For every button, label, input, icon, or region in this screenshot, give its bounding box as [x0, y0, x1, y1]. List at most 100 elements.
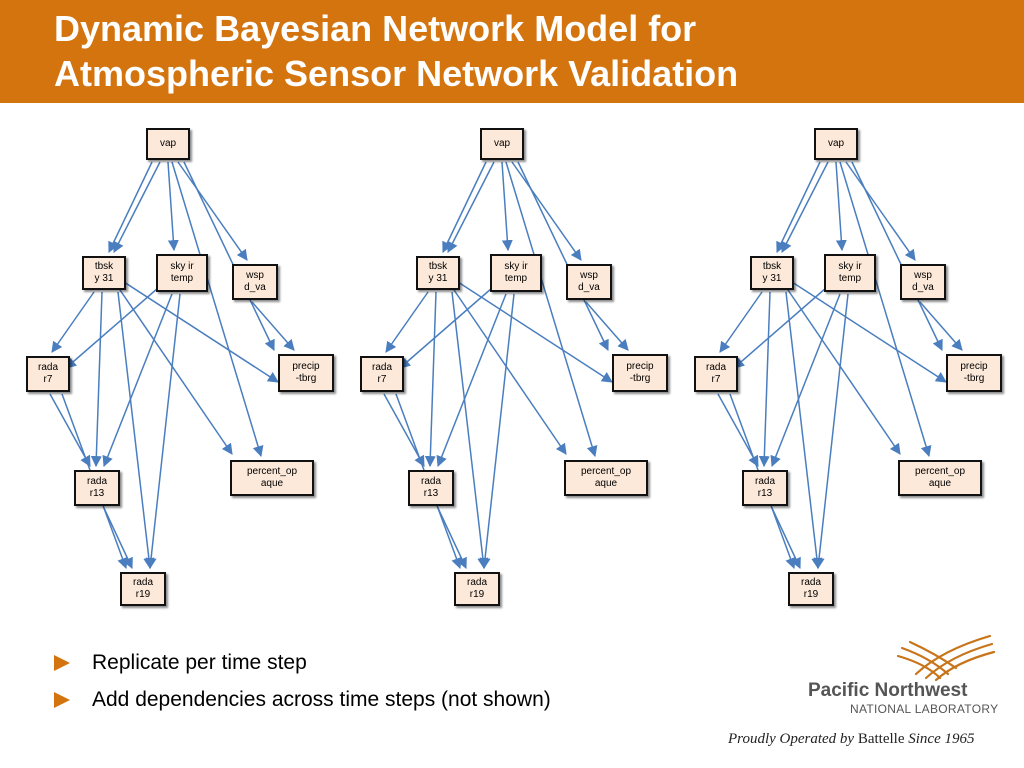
bullet-text: Replicate per time step — [92, 651, 307, 674]
edge-wspdva-to-preciptbrg — [919, 301, 963, 351]
edge-tbsky31-to-radar19 — [451, 291, 489, 570]
edge-vap-to-tbsky31 — [776, 161, 821, 253]
edge-vap-to-preciptbrg — [851, 161, 943, 351]
edge-vap-to-skyirtemp — [835, 161, 847, 252]
pnnl-mark-icon — [896, 634, 996, 682]
tagline-since: Since 1965 — [908, 731, 975, 747]
node-percentopaque: percent_op aque — [230, 460, 314, 496]
bullet-item: Add dependencies across time steps (not … — [54, 685, 551, 722]
node-wspdva: wsp d_va — [232, 264, 278, 300]
node-percentopaque: percent_op aque — [564, 460, 648, 496]
edge-vap-to-percentopaque — [505, 161, 598, 458]
edge-tbsky31-to-preciptbrg — [457, 281, 613, 383]
tagline: Proudly Operated by Battelle Since 1965 — [728, 731, 974, 748]
page-title: Dynamic Bayesian Network Model for Atmos… — [54, 6, 738, 96]
node-skyirtemp: sky ir temp — [156, 254, 208, 292]
edge-tbsky31-to-percentopaque — [119, 289, 233, 455]
edge-tbsky31-to-radar19 — [785, 291, 823, 570]
node-radar7: rada r7 — [26, 356, 70, 392]
title-bar: Dynamic Bayesian Network Model for Atmos… — [0, 0, 1024, 103]
network-edges — [49, 161, 295, 570]
tagline-battelle: Battelle — [857, 731, 905, 747]
edge-vap-to-skyirtemp — [501, 161, 513, 252]
edge-tbsky31-to-radar13 — [424, 291, 437, 468]
edge-wspdva-to-preciptbrg — [251, 301, 295, 351]
node-radar7: rada r7 — [360, 356, 404, 392]
node-vap: vap — [814, 128, 858, 160]
network-edges — [383, 161, 629, 570]
node-percentopaque: percent_op aque — [898, 460, 982, 496]
edge-vap-to-percentopaque — [839, 161, 932, 458]
pnnl-subname: NATIONAL LABORATORY — [850, 702, 999, 716]
edge-vap-to-wspdva — [845, 161, 916, 261]
bullet-arrow-icon — [54, 692, 70, 708]
node-preciptbrg: precip -tbrg — [612, 354, 668, 392]
edge-skyirtemp-to-radar7 — [399, 287, 493, 369]
edge-skyirtemp-to-radar19 — [145, 293, 181, 570]
pnnl-name: Pacific Northwest — [808, 680, 968, 701]
edge-tbsky31-to-radar7 — [51, 291, 95, 353]
edge-skyirtemp-to-radar19 — [813, 293, 849, 570]
edge-skyirtemp-to-radar7 — [733, 287, 827, 369]
edge-tbsky31-to-radar7 — [719, 291, 763, 353]
edge-vap-to-tbsky31 — [108, 161, 153, 253]
edge-vap-to-skyirtemp — [167, 161, 179, 252]
edge-wspdva-to-preciptbrg — [585, 301, 629, 351]
edge-radar13-to-radar19 — [771, 507, 801, 569]
edge-tbsky31-to-preciptbrg — [791, 281, 947, 383]
node-tbsky31: tbsk y 31 — [82, 256, 126, 290]
node-radar13: rada r13 — [408, 470, 454, 506]
node-radar19: rada r19 — [454, 572, 500, 606]
node-vap: vap — [146, 128, 190, 160]
edge-tbsky31-to-percentopaque — [453, 289, 567, 455]
edge-vap-to-preciptbrg — [517, 161, 609, 351]
node-radar19: rada r19 — [120, 572, 166, 606]
node-radar13: rada r13 — [742, 470, 788, 506]
title-line-1: Dynamic Bayesian Network Model for — [54, 8, 697, 49]
bullet-text: Add dependencies across time steps (not … — [92, 688, 551, 711]
edge-skyirtemp-to-radar13 — [770, 293, 841, 468]
node-skyirtemp: sky ir temp — [490, 254, 542, 292]
edge-vap-to-tbsky31 — [781, 161, 829, 253]
edge-radar13-to-radar19 — [103, 507, 133, 569]
edge-tbsky31-to-radar7 — [385, 291, 429, 353]
node-tbsky31: tbsk y 31 — [750, 256, 794, 290]
edge-vap-to-tbsky31 — [442, 161, 487, 253]
edge-skyirtemp-to-radar7 — [65, 287, 159, 369]
node-radar7: rada r7 — [694, 356, 738, 392]
title-line-2: Atmospheric Sensor Network Validation — [54, 53, 739, 94]
node-wspdva: wsp d_va — [900, 264, 946, 300]
bullet-list: Replicate per time step Add dependencies… — [54, 648, 551, 722]
edge-tbsky31-to-preciptbrg — [123, 281, 279, 383]
bullet-arrow-icon — [54, 655, 70, 671]
node-vap: vap — [480, 128, 524, 160]
edge-vap-to-tbsky31 — [113, 161, 161, 253]
edge-tbsky31-to-percentopaque — [787, 289, 901, 455]
edge-tbsky31-to-radar19 — [117, 291, 155, 570]
pnnl-logo: Pacific Northwest NATIONAL LABORATORY — [800, 634, 1000, 724]
edge-skyirtemp-to-radar13 — [436, 293, 507, 468]
edge-vap-to-wspdva — [511, 161, 582, 261]
edge-skyirtemp-to-radar13 — [102, 293, 173, 468]
edge-vap-to-preciptbrg — [183, 161, 275, 351]
tagline-prefix: Proudly Operated by — [728, 731, 855, 747]
node-tbsky31: tbsk y 31 — [416, 256, 460, 290]
edge-vap-to-percentopaque — [171, 161, 264, 458]
edge-skyirtemp-to-radar19 — [479, 293, 515, 570]
edge-tbsky31-to-radar13 — [90, 291, 103, 468]
edge-vap-to-tbsky31 — [447, 161, 495, 253]
edge-vap-to-wspdva — [177, 161, 248, 261]
edge-radar13-to-radar19 — [437, 507, 467, 569]
edge-tbsky31-to-radar13 — [758, 291, 771, 468]
node-preciptbrg: precip -tbrg — [278, 354, 334, 392]
network-edges — [717, 161, 963, 570]
node-preciptbrg: precip -tbrg — [946, 354, 1002, 392]
node-radar13: rada r13 — [74, 470, 120, 506]
node-skyirtemp: sky ir temp — [824, 254, 876, 292]
node-radar19: rada r19 — [788, 572, 834, 606]
node-wspdva: wsp d_va — [566, 264, 612, 300]
bullet-item: Replicate per time step — [54, 648, 551, 685]
